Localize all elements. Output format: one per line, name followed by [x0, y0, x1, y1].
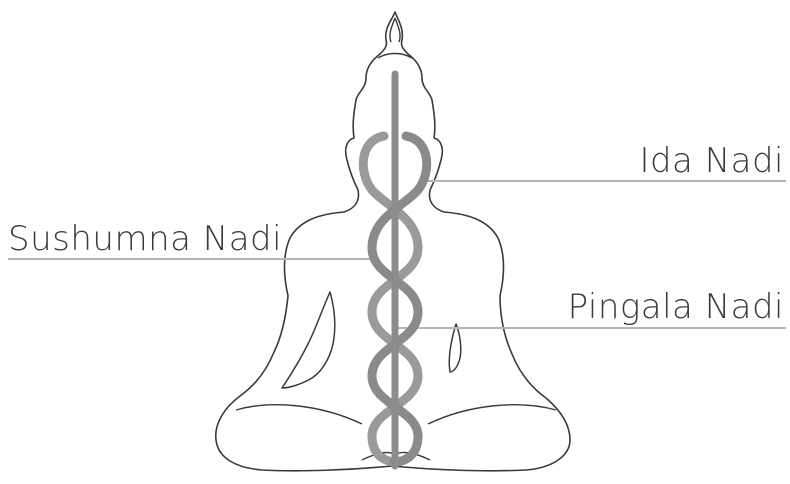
sushumna-nadi-label: Sushumna Nadi [8, 222, 282, 256]
pingala-nadi-label: Pingala Nadi [568, 290, 784, 324]
ida-nadi-label: Ida Nadi [639, 144, 784, 178]
